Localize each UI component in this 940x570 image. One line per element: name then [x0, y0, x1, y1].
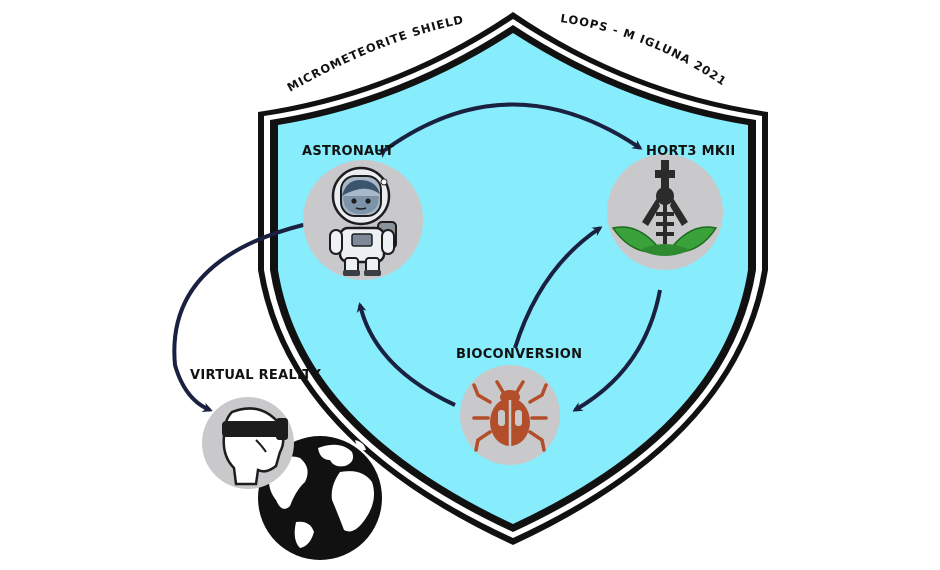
- astronaut-node: [303, 160, 423, 280]
- arrow-astronaut-vr: [172, 218, 312, 413]
- flow-arrows: [172, 102, 662, 413]
- bioconversion-label: BIOCONVERSION: [456, 347, 582, 362]
- beetle-icon: [472, 380, 548, 452]
- astronaut-icon: [329, 166, 397, 276]
- virtual-reality-node: [202, 397, 294, 489]
- robot-arm-plant-icon: [611, 160, 718, 256]
- earth-node: [258, 436, 382, 560]
- globe-icon: [268, 440, 374, 548]
- hort3-label: HORT3 MKII: [646, 144, 735, 159]
- bioconversion-node: [460, 365, 560, 465]
- vr-headset-icon: [222, 407, 288, 486]
- arrow-hort3-bioconversion: [572, 289, 662, 412]
- virtual-reality-label: VIRTUAL REALITY: [190, 368, 321, 383]
- hort3-node: [607, 154, 723, 270]
- arrow-bioconversion-hort3: [513, 226, 603, 349]
- arrow-astronaut-hort3: [376, 102, 643, 159]
- astronaut-label: ASTRONAUT: [302, 144, 394, 159]
- arrow-bioconversion-astronaut: [356, 302, 456, 407]
